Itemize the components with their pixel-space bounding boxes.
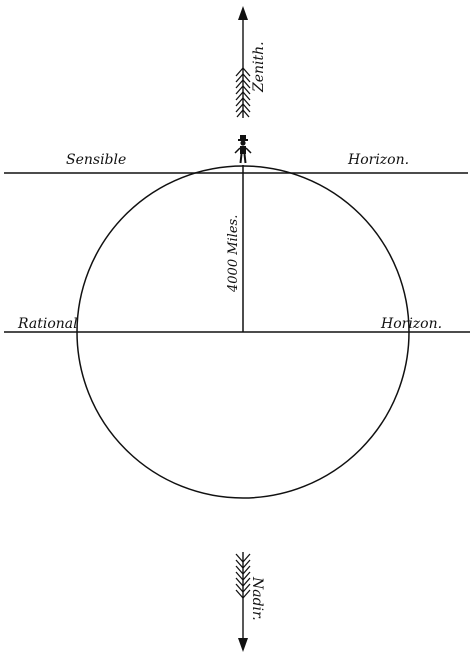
nadir-arrow: [236, 552, 250, 652]
sensible-label: Sensible: [66, 152, 126, 168]
radius-label: 4000 Miles.: [226, 215, 241, 293]
sensible-horizon-label: Horizon.: [347, 152, 409, 168]
zenith-arrow: [236, 6, 250, 118]
nadir-label: Nadir.: [249, 576, 265, 621]
zenith-label: Zenith.: [251, 41, 267, 93]
observer-figure: [235, 135, 251, 163]
rational-label: Rational: [17, 316, 78, 332]
rational-horizon-label: Horizon.: [380, 316, 442, 332]
